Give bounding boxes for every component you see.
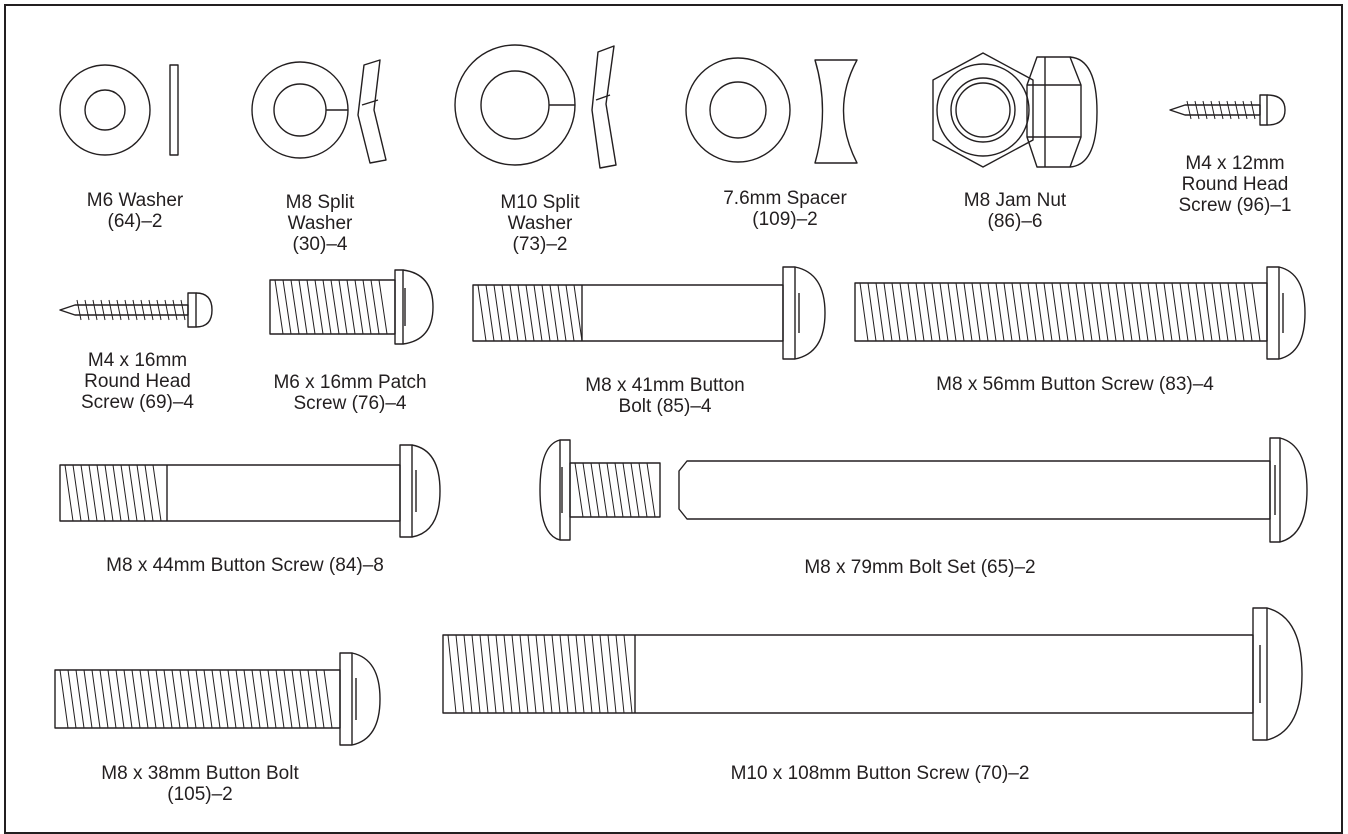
- spacer-drawing: [685, 57, 858, 164]
- m10-split-washer-drawing: [454, 44, 617, 169]
- m8-38-bolt-drawing: [54, 652, 381, 746]
- m8-44-screw-drawing: [59, 444, 441, 538]
- m8-jam-nut-drawing: [932, 52, 1098, 168]
- spacer-label: 7.6mm Spacer(109)–2: [723, 188, 847, 230]
- m8-79-bolt-drawing: [539, 437, 1308, 543]
- m8-split-washer-drawing: [251, 59, 387, 164]
- m10-108-screw-drawing: [442, 607, 1303, 741]
- m8-44-screw-label: M8 x 44mm Button Screw (84)–8: [106, 555, 384, 576]
- m8-79-bolt-label: M8 x 79mm Bolt Set (65)–2: [804, 557, 1036, 578]
- m8-56-screw-label: M8 x 56mm Button Screw (83)–4: [936, 374, 1214, 395]
- m6-16-screw-drawing: [269, 269, 434, 345]
- m10-108-screw-label: M10 x 108mm Button Screw (70)–2: [730, 763, 1030, 784]
- m6-washer-label: M6 Washer(64)–2: [86, 190, 184, 232]
- m4-12-screw-drawing: [1169, 94, 1286, 126]
- m8-56-screw-drawing: [854, 266, 1306, 360]
- m8-38-bolt-label: M8 x 38mm Button Bolt(105)–2: [101, 763, 299, 805]
- m8-jam-nut-label: M8 Jam Nut(86)–6: [963, 190, 1067, 232]
- m4-16-screw-drawing: [59, 292, 213, 328]
- m8-41-bolt-drawing: [472, 266, 826, 360]
- m6-washer-drawing: [59, 64, 179, 156]
